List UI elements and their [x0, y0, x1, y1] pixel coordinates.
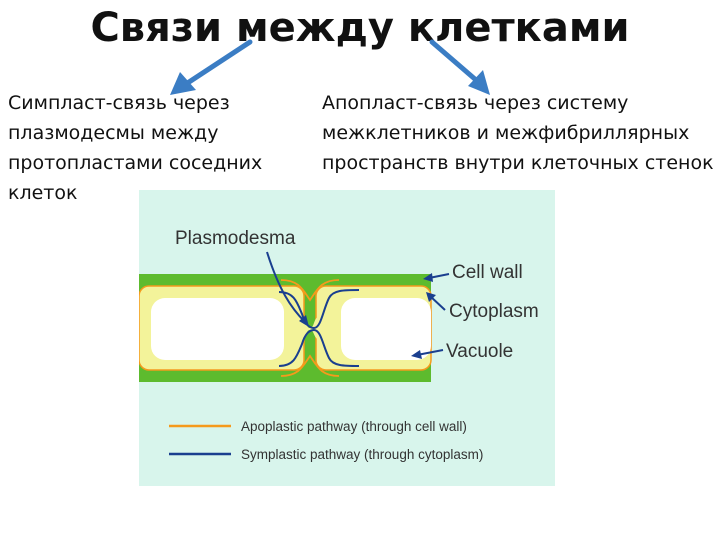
plasmodesma-diagram: Plasmodesma Cell wall Cytoplasm Vacuole … [139, 190, 555, 486]
label-vacuole: Vacuole [446, 341, 513, 362]
symplastic-pathway-upper [278, 289, 360, 330]
symplast-line-3: протопластами соседних [8, 152, 263, 174]
left-arrow-icon [170, 39, 253, 95]
pointer-cytoplasm-icon [426, 292, 446, 311]
apoplastic-pathway-upper [280, 279, 340, 302]
page-title: Связи между клетками [90, 5, 630, 51]
apoplast-line-3: пространств внутри клеточных стенок [322, 152, 714, 174]
pointer-plasmodesma-icon [266, 251, 309, 327]
label-plasmodesma: Plasmodesma [175, 228, 296, 249]
symplastic-pathway-lower [278, 328, 360, 367]
pointer-vacuole-icon [411, 349, 444, 359]
pointer-cell-wall-icon [423, 273, 450, 282]
apoplast-line-1: Апопласт-связь через систему [322, 92, 629, 114]
symplast-line-1: Симпласт-связь через [8, 92, 230, 114]
legend-symplastic-label: Symplastic pathway (through cytoplasm) [241, 447, 483, 462]
left-vacuole [151, 298, 284, 360]
apoplast-description: Апопласт-связь через систему межклетнико… [322, 88, 714, 178]
right-arrow-icon [429, 39, 490, 95]
right-vacuole [341, 298, 431, 360]
apoplast-line-2: межклетников и межфибриллярных [322, 122, 690, 144]
label-cytoplasm: Cytoplasm [449, 301, 539, 322]
symplast-line-4: клеток [8, 182, 78, 204]
legend-apoplastic-label: Apoplastic pathway (through cell wall) [241, 419, 467, 434]
title-arrows [170, 39, 490, 95]
label-cell-wall: Cell wall [452, 262, 523, 283]
symplast-description: Симпласт-связь через плазмодесмы между п… [8, 88, 262, 208]
symplast-line-2: плазмодесмы между [8, 122, 219, 144]
apoplastic-pathway-lower [280, 354, 340, 377]
